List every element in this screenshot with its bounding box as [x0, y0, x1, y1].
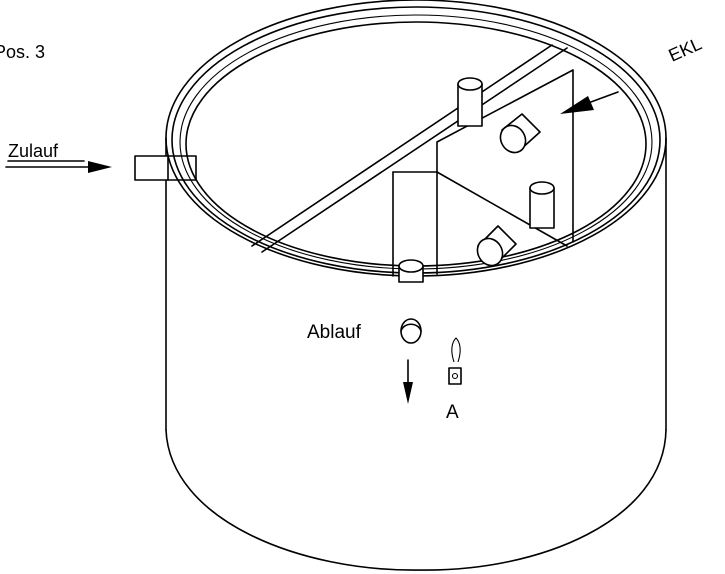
- lifting-point-icon: [448, 337, 462, 385]
- outlet-arrow: [403, 359, 413, 404]
- pos-label: Pos. 3: [0, 42, 45, 62]
- point-a-label: A: [446, 402, 459, 423]
- pipe-stubs: [398, 77, 555, 283]
- outlet-label: Ablauf: [307, 322, 362, 343]
- inlet-label: Zulauf: [8, 141, 59, 161]
- inlet-pipe: [134, 155, 197, 181]
- ekl-arrow: [560, 91, 619, 114]
- tank-body: [165, 137, 667, 571]
- ekl-label: EKL: [665, 34, 704, 66]
- partition-walls: [251, 44, 574, 277]
- outlet-opening: [400, 318, 422, 344]
- tank-rim: [165, 0, 667, 277]
- outlet-opening-detail: [400, 323, 422, 332]
- inlet-arrow: [5, 161, 112, 173]
